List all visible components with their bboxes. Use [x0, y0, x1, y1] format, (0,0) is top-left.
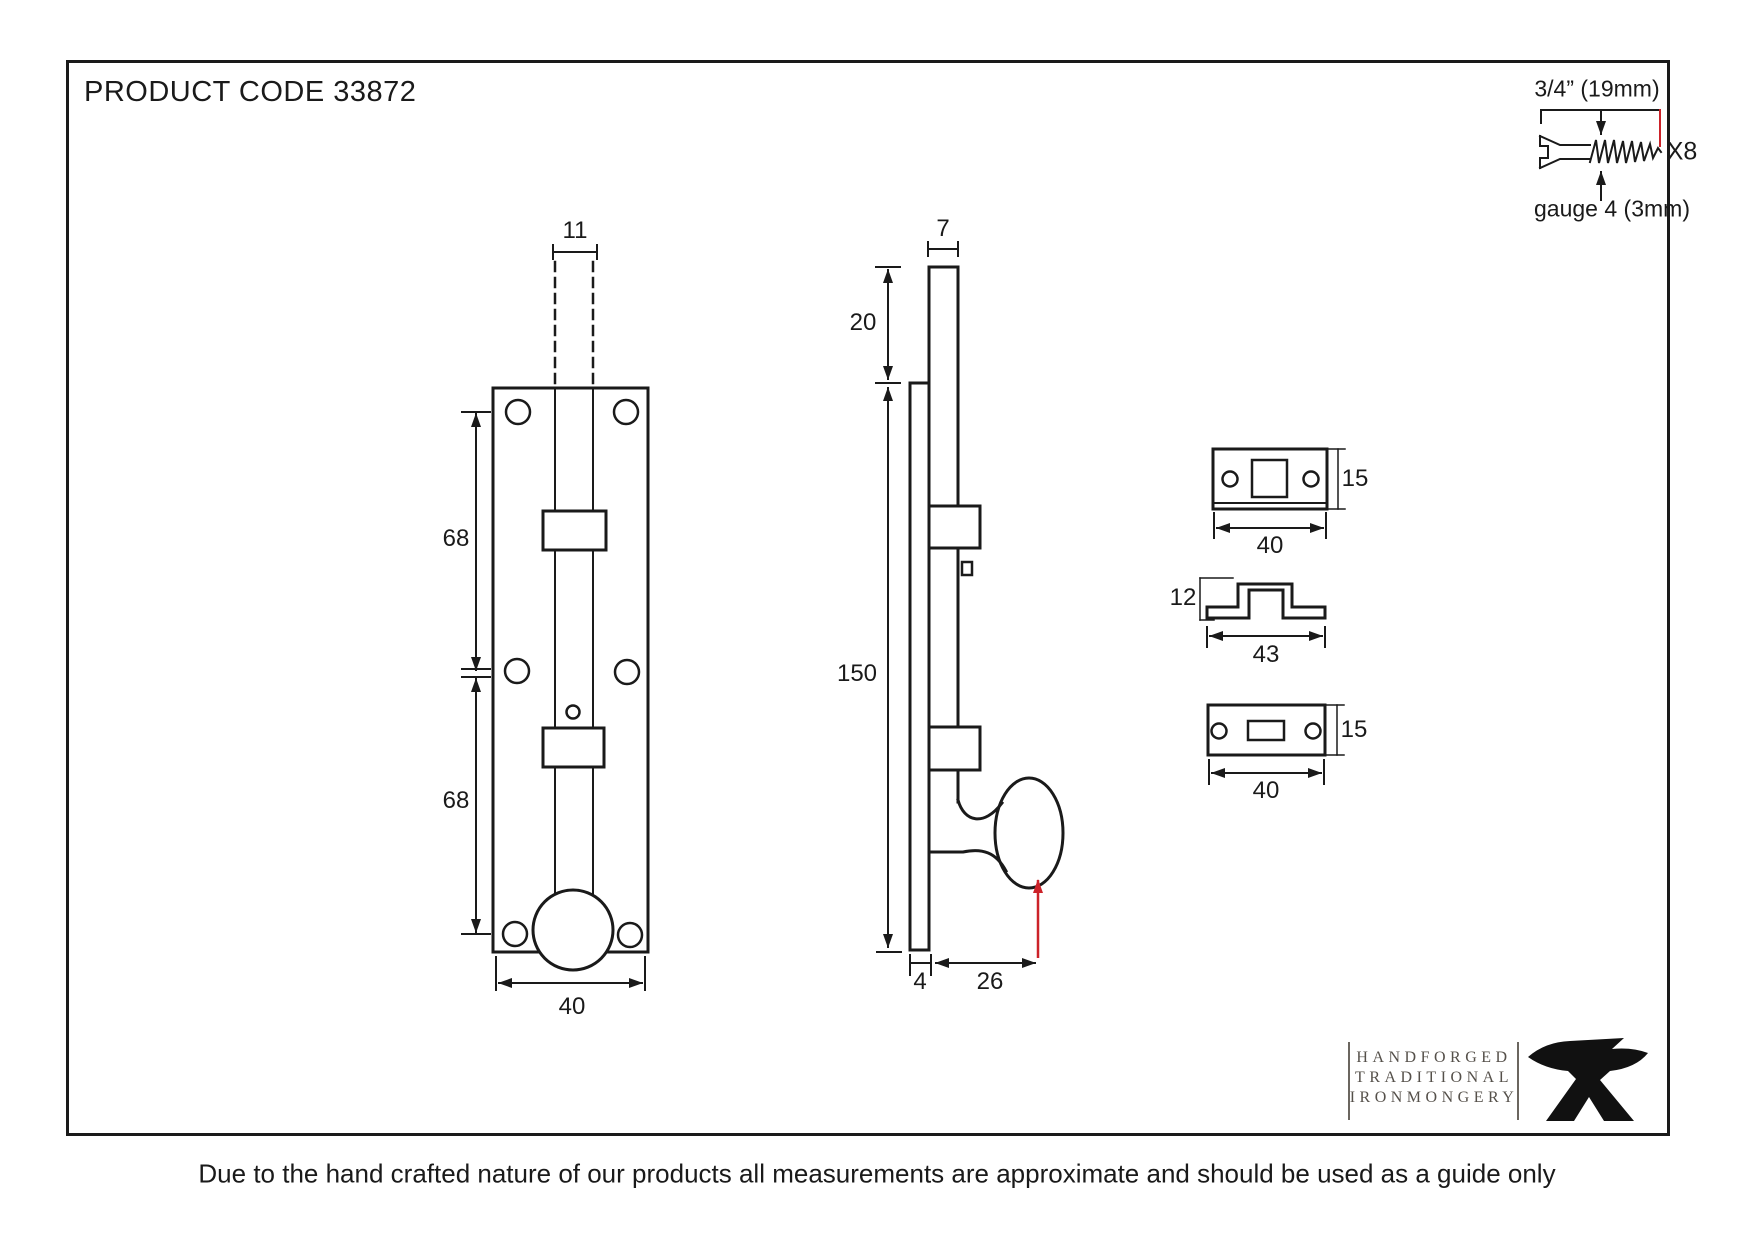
- drawing-border: [66, 60, 1670, 1136]
- keep-screw-hole: [1304, 722, 1322, 740]
- dim-knob-projection: 26: [976, 968, 1004, 995]
- logo-text-line2: TRADITIONAL: [1355, 1069, 1513, 1086]
- logo-left-bar: [1348, 1042, 1350, 1120]
- logo-block: [1348, 1038, 1648, 1121]
- dim-bolt-throw-width: 11: [562, 217, 588, 244]
- keep-screw-hole: [1302, 470, 1320, 488]
- screw-length-label: 3/4” (19mm): [1534, 75, 1660, 102]
- front-guide-upper: [541, 509, 608, 552]
- logo-text-line1: HANDFORGED: [1356, 1049, 1512, 1066]
- slot-keep-dimensions: [1208, 704, 1345, 785]
- slot-keep-hole: [1246, 719, 1286, 742]
- dim-bridge-keep-width: 43: [1252, 641, 1280, 668]
- product-code-title: PRODUCT CODE 33872: [84, 76, 417, 108]
- dim-throw-above-plate: 20: [849, 309, 877, 336]
- front-pivot-hole: [565, 704, 581, 720]
- screw-quantity-label: X8: [1666, 137, 1698, 166]
- dim-square-keep-height: 15: [1341, 465, 1369, 492]
- anvil-icon: [1528, 1038, 1648, 1121]
- square-keep-dimensions: [1213, 448, 1346, 539]
- front-view-dimensions: [461, 244, 646, 991]
- front-screw-hole: [503, 657, 531, 685]
- side-view-dimensions: [875, 241, 1036, 976]
- dim-lower-screw-spacing: 68: [442, 787, 470, 814]
- dim-upper-screw-spacing: 68: [442, 525, 470, 552]
- square-keep-drawing: [1211, 447, 1329, 511]
- side-guide-upper: [927, 504, 982, 550]
- side-backplate: [908, 381, 931, 952]
- screw-gauge-label: gauge 4 (3mm): [1534, 195, 1690, 222]
- front-view-drawing: [491, 260, 650, 972]
- bridge-keep-dimensions: [1199, 577, 1326, 648]
- side-knob: [993, 776, 1065, 890]
- disclaimer-text: Due to the hand crafted nature of our pr…: [198, 1158, 1556, 1189]
- logo-text-line3: IRONMONGERY: [1349, 1089, 1519, 1106]
- dim-bridge-keep-height: 12: [1169, 584, 1197, 611]
- side-retaining-clip: [960, 560, 974, 577]
- dim-rod-width: 7: [936, 215, 950, 242]
- bridge-keep-drawing: [1205, 582, 1327, 620]
- keep-screw-hole: [1210, 722, 1228, 740]
- screw-icon: [1538, 109, 1663, 201]
- slot-keep-drawing: [1206, 703, 1327, 757]
- side-knob-neck-lower: [927, 849, 1009, 874]
- side-view-drawing: [908, 265, 1065, 952]
- front-screw-hole: [501, 920, 529, 948]
- dim-slot-keep-height: 15: [1340, 716, 1368, 743]
- logo-right-bar: [1517, 1042, 1519, 1120]
- dim-plate-thickness: 4: [913, 968, 927, 995]
- side-guide-lower: [927, 725, 982, 772]
- dim-slot-keep-width: 40: [1252, 777, 1280, 804]
- square-keep-hole: [1250, 458, 1289, 499]
- front-screw-hole: [612, 398, 640, 426]
- dim-square-keep-width: 40: [1256, 532, 1284, 559]
- front-screw-hole: [504, 398, 532, 426]
- dim-plate-height: 150: [836, 660, 878, 687]
- keep-screw-hole: [1221, 470, 1239, 488]
- front-knob: [531, 888, 615, 972]
- front-guide-lower: [541, 726, 606, 769]
- dim-front-plate-width: 40: [558, 993, 586, 1020]
- side-knob-neck-upper: [956, 798, 1005, 821]
- front-screw-hole: [616, 921, 644, 949]
- front-screw-hole: [613, 658, 641, 686]
